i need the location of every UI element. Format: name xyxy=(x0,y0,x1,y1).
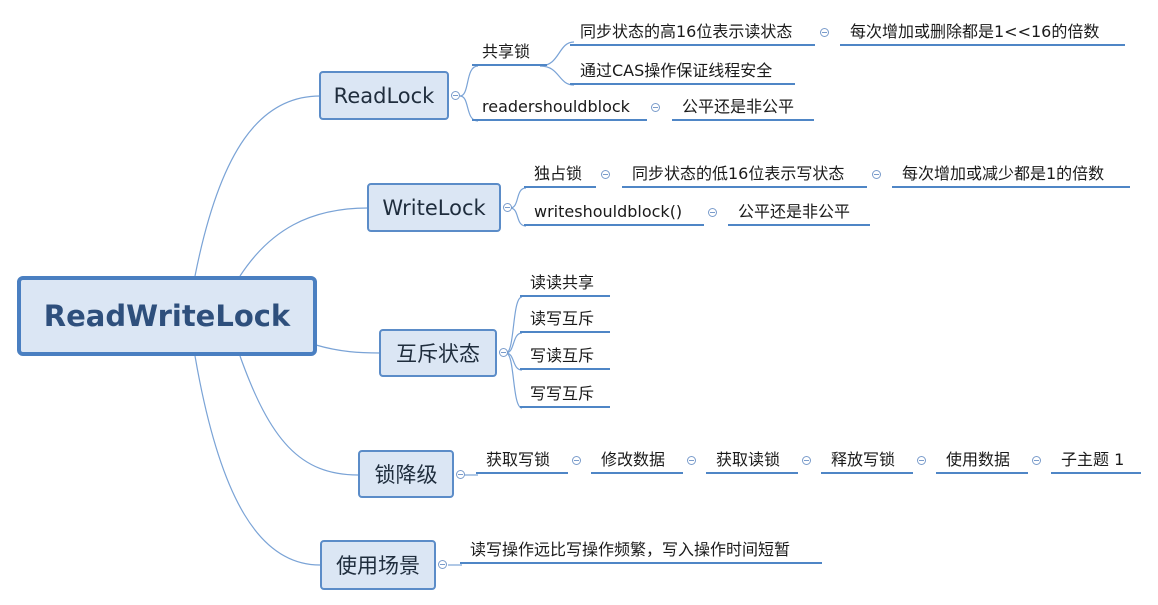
root-node[interactable]: ReadWriteLock xyxy=(17,276,317,356)
step3-collapse-icon[interactable] xyxy=(802,456,811,465)
writelock-collapse-icon[interactable] xyxy=(503,203,512,212)
link-shared-cas xyxy=(539,65,575,86)
writelock-fair-topic[interactable]: 公平还是非公平 xyxy=(728,202,870,226)
downgrade-step[interactable]: 获取读锁 xyxy=(706,450,798,474)
downgrade-label: 锁降级 xyxy=(374,463,438,487)
mutex-node[interactable]: 互斥状态 xyxy=(379,329,497,377)
link-writelock-exclusive xyxy=(509,187,527,209)
mutex-item[interactable]: 读读共享 xyxy=(520,273,610,297)
writelock-node[interactable]: WriteLock xyxy=(367,183,501,232)
step5-collapse-icon[interactable] xyxy=(1032,456,1041,465)
writelock-shouldblock-topic[interactable]: writeshouldblock() xyxy=(524,202,704,226)
mutex-item[interactable]: 写写互斥 xyxy=(520,384,610,408)
step4-collapse-icon[interactable] xyxy=(917,456,926,465)
writelock-label: WriteLock xyxy=(382,195,486,220)
readlock-fair-topic[interactable]: 公平还是非公平 xyxy=(672,97,814,121)
downgrade-node[interactable]: 锁降级 xyxy=(358,450,454,498)
readlock-label: ReadLock xyxy=(333,83,435,108)
writelock-exclusive-topic[interactable]: 独占锁 xyxy=(524,164,596,188)
writelock-multiple-topic[interactable]: 每次增加或减少都是1的倍数 xyxy=(892,164,1130,188)
usage-node[interactable]: 使用场景 xyxy=(320,540,436,590)
low16-collapse-icon[interactable] xyxy=(872,170,881,179)
readlock-shouldblock-topic[interactable]: readershouldblock xyxy=(472,97,647,121)
link-writelock-shouldblock xyxy=(509,207,527,227)
link-readlock-shared xyxy=(459,65,479,97)
readlock-collapse-icon[interactable] xyxy=(451,91,460,100)
high16-collapse-icon[interactable] xyxy=(820,28,829,37)
readlock-multiple-topic[interactable]: 每次增加或删除都是1<<16的倍数 xyxy=(840,22,1125,46)
readlock-high16-topic[interactable]: 同步状态的高16位表示读状态 xyxy=(570,22,815,46)
downgrade-step[interactable]: 使用数据 xyxy=(936,450,1028,474)
link-root-usage xyxy=(194,355,321,566)
usage-collapse-icon[interactable] xyxy=(438,560,447,569)
mutex-label: 互斥状态 xyxy=(396,342,480,366)
readlock-cas-topic[interactable]: 通过CAS操作保证线程安全 xyxy=(570,61,795,85)
usage-desc-topic[interactable]: 读写操作远比写操作频繁，写入操作时间短暂 xyxy=(460,540,822,564)
exclusive-collapse-icon[interactable] xyxy=(601,170,610,179)
readlock-node[interactable]: ReadLock xyxy=(319,71,449,120)
downgrade-step[interactable]: 释放写锁 xyxy=(821,450,913,474)
downgrade-step[interactable]: 子主题 1 xyxy=(1051,450,1141,474)
writelock-low16-topic[interactable]: 同步状态的低16位表示写状态 xyxy=(622,164,867,188)
link-mutex-item1 xyxy=(505,296,523,354)
downgrade-step[interactable]: 获取写锁 xyxy=(476,450,568,474)
mutex-collapse-icon[interactable] xyxy=(499,348,508,357)
step2-collapse-icon[interactable] xyxy=(687,456,696,465)
root-label: ReadWriteLock xyxy=(43,299,291,333)
link-mutex-item4 xyxy=(505,352,523,409)
readlock-shared-topic[interactable]: 共享锁 xyxy=(472,42,547,66)
writelock-shouldblock-collapse-icon[interactable] xyxy=(708,208,717,217)
mutex-item[interactable]: 读写互斥 xyxy=(520,309,610,333)
downgrade-collapse-icon[interactable] xyxy=(456,470,465,479)
mutex-item[interactable]: 写读互斥 xyxy=(520,346,610,370)
link-root-downgrade xyxy=(239,355,359,476)
downgrade-step[interactable]: 修改数据 xyxy=(591,450,683,474)
link-root-mutex xyxy=(315,344,381,354)
usage-label: 使用场景 xyxy=(336,554,420,578)
step1-collapse-icon[interactable] xyxy=(572,456,581,465)
link-root-readlock xyxy=(194,95,321,277)
link-root-writelock xyxy=(239,207,369,277)
readlock-shouldblock-collapse-icon[interactable] xyxy=(651,103,660,112)
